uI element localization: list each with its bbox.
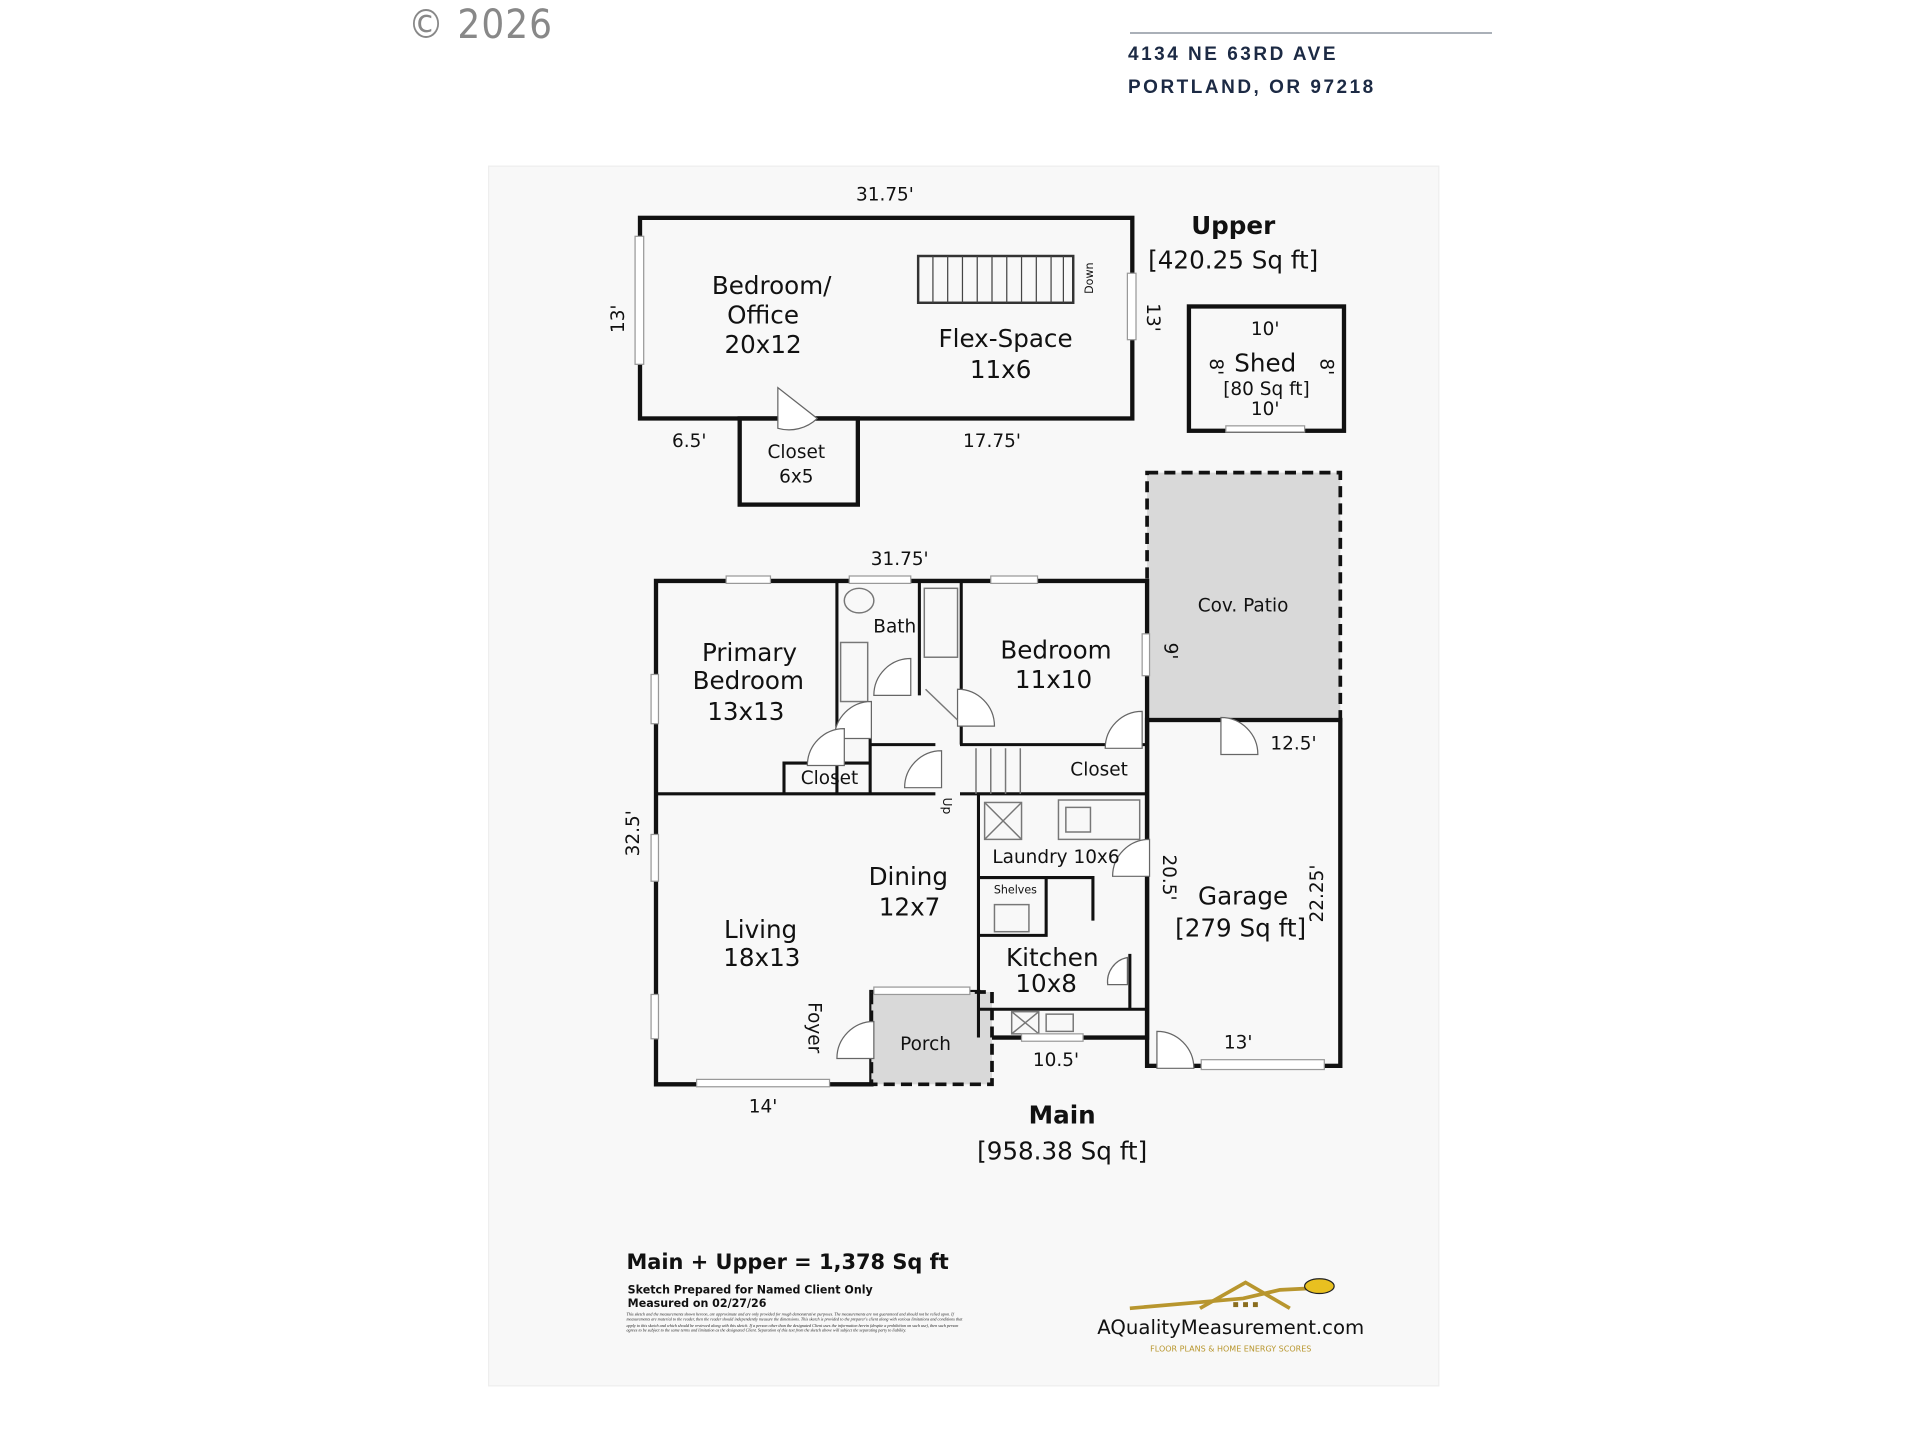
stairs-down [916, 254, 1075, 305]
address-divider [1130, 32, 1492, 34]
dim-shed-left: 8' [1205, 358, 1226, 375]
dim-upper-bottom-left: 6.5' [672, 431, 706, 452]
room-closet: Closet [1070, 759, 1128, 780]
room-primary-bedroom: Primary [702, 638, 797, 667]
dim-kitchen-bottom: 10.5' [1033, 1050, 1079, 1071]
address-city: PORTLAND, OR 97218 [1128, 77, 1376, 98]
dim-garage-bottom: 13' [1224, 1033, 1253, 1054]
main-title: Main [1029, 1101, 1096, 1130]
disclaimer-box: This sketch and the measurements shown h… [626, 1312, 963, 1333]
room-porch: Porch [900, 1034, 951, 1055]
stairs-label: Up [940, 798, 954, 815]
shelves-label: Shelves [994, 884, 1037, 897]
total-area: Main + Upper = 1,378 Sq ft [626, 1250, 948, 1274]
room-size: 12x7 [879, 893, 941, 922]
doors [806, 657, 1259, 1069]
dim-upper-bottom-right: 17.75' [963, 431, 1021, 452]
room-bedroom-office-2: Office [727, 301, 799, 330]
room-size: 6x5 [779, 466, 813, 487]
dim-upper-right: 13' [1142, 303, 1163, 332]
windows [650, 575, 1325, 1088]
dim-shed-bottom: 10' [1251, 399, 1280, 420]
room-kitchen: Kitchen [1006, 943, 1099, 972]
door [1225, 425, 1306, 433]
disclaimer: This sketch and the measurements shown h… [626, 1312, 963, 1333]
door [777, 386, 819, 431]
shed-label: Shed [1234, 349, 1296, 378]
shed: 10' Shed [80 Sq ft] 10' 8' 8' [1186, 304, 1347, 433]
room-closet: Closet [801, 768, 859, 789]
upper-area: [420.25 Sq ft] [1148, 245, 1318, 274]
room-size: 10x8 [1015, 969, 1077, 998]
window [634, 235, 645, 365]
room-foyer: Foyer [804, 1002, 825, 1054]
room-living: Living [724, 915, 797, 944]
copyright-notice: © 2026 [408, 2, 553, 48]
prepared-note: Sketch Prepared for Named Client Only [628, 1284, 874, 1297]
dim-upper-left: 13' [608, 304, 629, 333]
room-closet: Closet [768, 442, 826, 463]
room-size: 13x13 [707, 697, 784, 726]
logo-text: AQualityMeasurement.com [1097, 1316, 1364, 1339]
upper-floor: 31.75' 13' 13' 6.5' 17.75' Bedroom/ Offi… [608, 185, 1318, 507]
shed-area: [80 Sq ft] [1223, 379, 1309, 400]
room-size: 18x13 [723, 943, 800, 972]
dim-garage-left: 20.5' [1158, 854, 1179, 900]
room-bedroom-office: Bedroom/ [712, 271, 832, 300]
room-primary-bedroom-2: Bedroom [693, 666, 804, 695]
room-bedroom: Bedroom [1000, 635, 1111, 664]
main-floor: 31.75' 32.5' 14' 10.5' 20.5' 22.25' 12.5… [623, 470, 1343, 1165]
sketch-panel [488, 165, 1440, 1387]
dim-garage-top: 12.5' [1270, 734, 1316, 755]
interior-walls [656, 580, 1148, 1038]
company-logo: AQualityMeasurement.com FLOOR PLANS & HO… [1097, 1278, 1364, 1353]
room-size: 11x10 [1015, 665, 1092, 694]
upper-title: Upper [1191, 211, 1276, 240]
dim-shed-right: 8' [1316, 358, 1337, 375]
room-size: 20x12 [724, 330, 801, 359]
dim-main-bottom: 14' [749, 1097, 778, 1118]
main-area: [958.38 Sq ft] [977, 1136, 1147, 1165]
room-bath: Bath [873, 617, 916, 638]
fixtures [839, 587, 1141, 1035]
covered-patio [1145, 470, 1343, 722]
dim-upper-top: 31.75' [856, 185, 914, 206]
stairs-label: Down [1083, 262, 1096, 293]
logo-tagline: FLOOR PLANS & HOME ENERGY SCORES [1150, 1344, 1311, 1353]
room-garage: Garage [1198, 882, 1288, 911]
room-dining: Dining [869, 862, 948, 891]
room-covered-patio: Cov. Patio [1198, 596, 1289, 617]
dim-main-left: 32.5' [623, 810, 644, 856]
dim-patio-side: 9' [1159, 643, 1180, 660]
dim-shed-top: 10' [1251, 319, 1280, 340]
address-street: 4134 NE 63RD AVE [1128, 44, 1339, 65]
measured-date: Measured on 02/27/26 [628, 1297, 767, 1310]
sketch-footer: Main + Upper = 1,378 Sq ft Sketch Prepar… [626, 1250, 1364, 1353]
room-laundry: Laundry 10x6 [992, 847, 1119, 868]
dim-garage-right: 22.25' [1307, 865, 1328, 923]
window [1126, 272, 1137, 341]
garage-area: [279 Sq ft] [1175, 914, 1306, 943]
dim-main-top: 31.75' [871, 549, 929, 570]
room-flex-space: Flex-Space [938, 324, 1072, 353]
room-size: 11x6 [970, 355, 1032, 384]
